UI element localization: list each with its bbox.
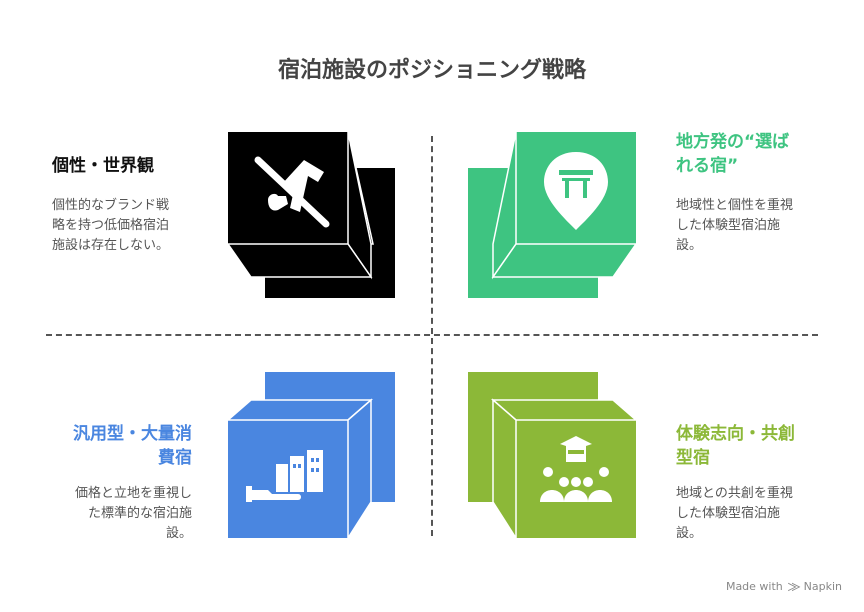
community-gathering-icon bbox=[540, 436, 612, 502]
no-flight-icon bbox=[254, 156, 330, 228]
vertical-divider bbox=[431, 136, 433, 536]
torii-location-pin-icon bbox=[544, 152, 608, 230]
quadrant-top-right-cube bbox=[468, 131, 638, 298]
quadrant-top-right-label: 地方発の“選ば れる宿” bbox=[676, 132, 790, 176]
quadrant-top-left-label: 個性・世界観 bbox=[52, 156, 154, 176]
quadrant-bottom-left-label: 汎用型・大量消 費宿 bbox=[73, 424, 192, 468]
quadrant-bottom-right-cube bbox=[468, 372, 639, 541]
page-title: 宿泊施設のポジショニング戦略 bbox=[277, 58, 586, 83]
quadrant-bottom-right-desc: 地域との共創を重視 した体験型宿泊施 設。 bbox=[676, 486, 793, 541]
quadrant-top-left-cube bbox=[226, 131, 395, 298]
napkin-logo-icon: ⨠ bbox=[787, 580, 801, 593]
quadrant-bottom-right-label: 体験志向・共創 型宿 bbox=[676, 424, 795, 468]
quadrant-bottom-left-desc: 価格と立地を重視し た標準的な宿泊施 設。 bbox=[74, 486, 192, 541]
quadrant-top-left-desc: 個性的なブランド戦 略を持つ低価格宿泊 施設は存在しない。 bbox=[52, 198, 170, 253]
quadrant-bottom-left-cube bbox=[225, 372, 395, 541]
buildings-hand-icon bbox=[246, 450, 323, 502]
quadrant-top-right-desc: 地域性と個性を重視 した体験型宿泊施 設。 bbox=[676, 198, 794, 253]
footer-attribution: Made with⨠Napkin bbox=[725, 580, 842, 593]
horizontal-divider bbox=[46, 334, 818, 336]
